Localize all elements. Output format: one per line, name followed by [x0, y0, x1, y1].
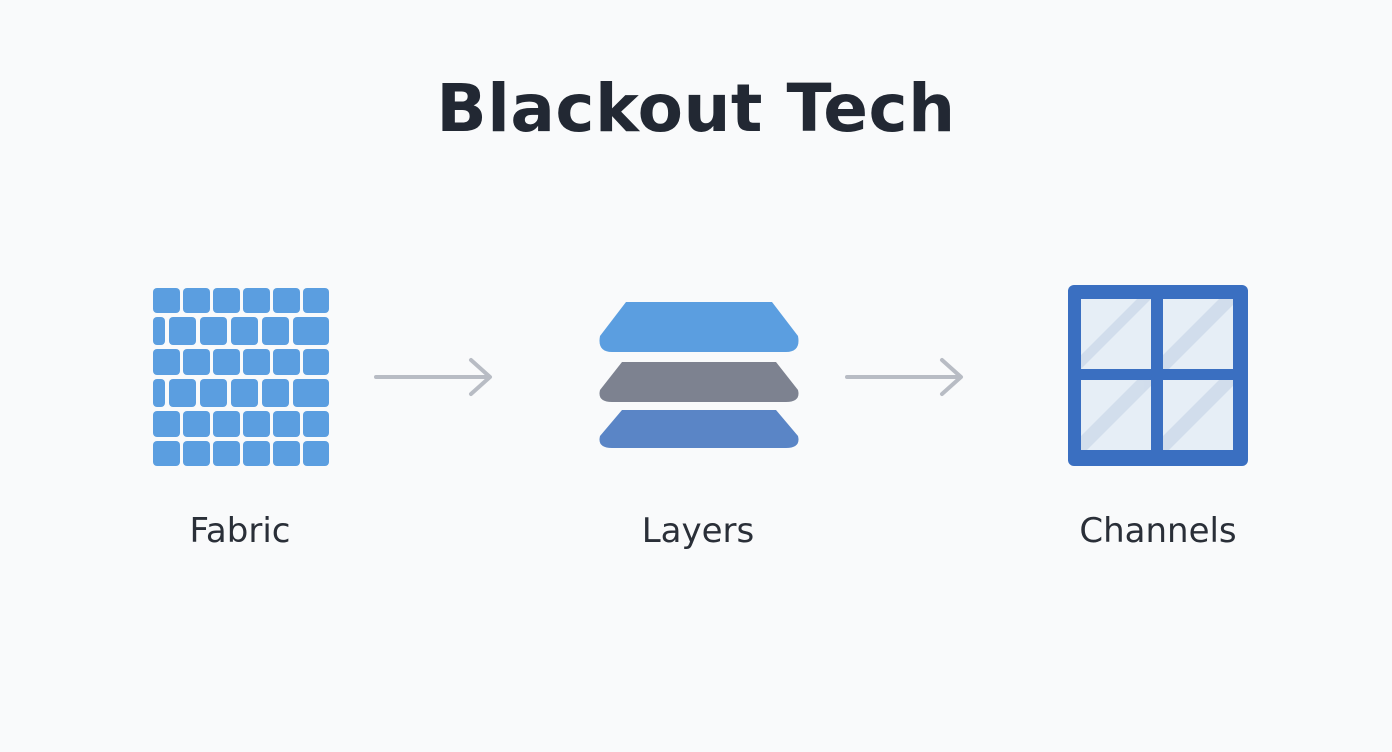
arrow-right-icon [845, 357, 967, 397]
window-channels-icon [1068, 285, 1248, 466]
step-label-channels: Channels [1079, 511, 1237, 551]
arrow-right-icon [374, 357, 496, 397]
step-label-layers: Layers [641, 511, 755, 551]
diagram-title: Blackout Tech [436, 70, 956, 147]
layers-stack-icon [596, 298, 802, 450]
fabric-weave-icon [152, 287, 330, 467]
step-label-fabric: Fabric [189, 511, 291, 551]
